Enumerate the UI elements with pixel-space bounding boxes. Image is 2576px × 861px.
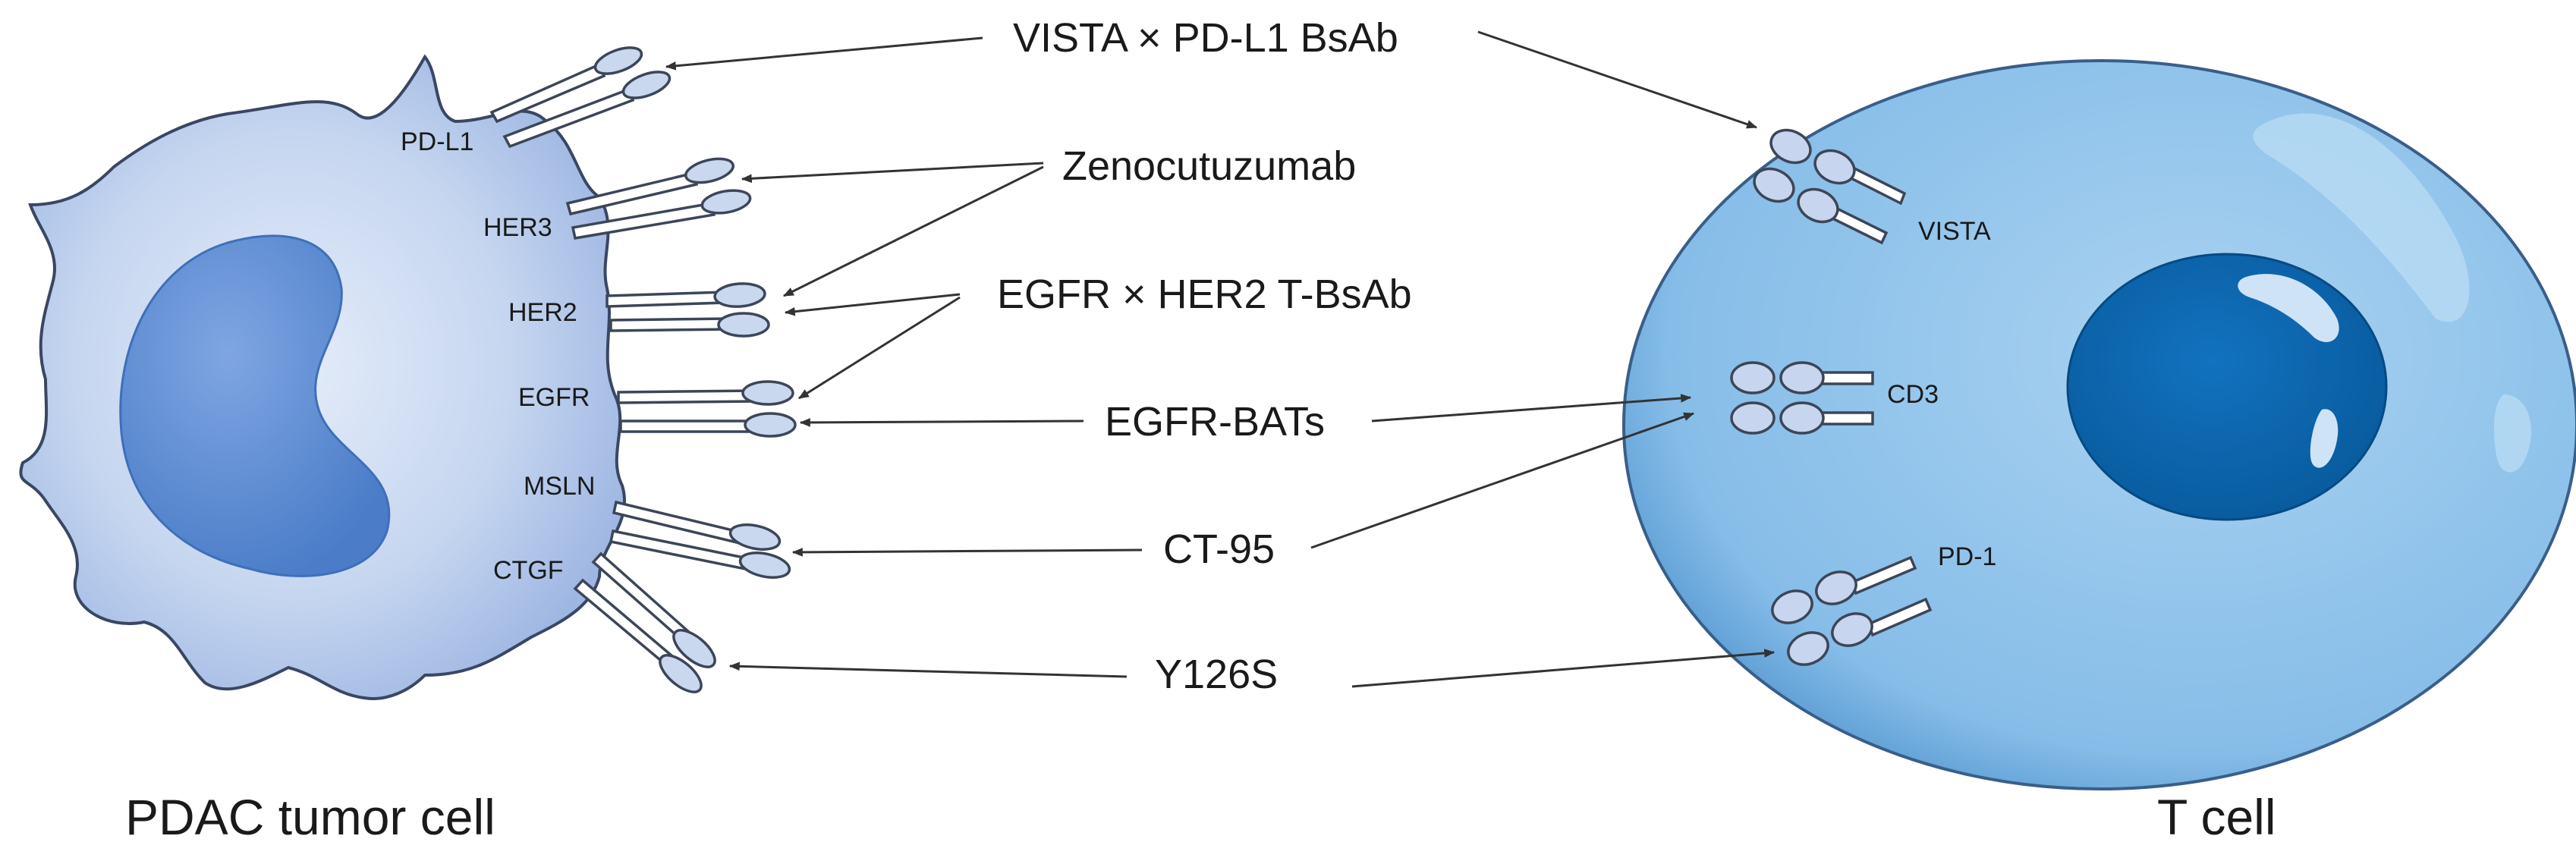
drug-egfr-her2-t-bsab: EGFR × HER2 T-BsAb	[997, 272, 1412, 317]
her3-receptor	[565, 157, 752, 240]
arrow-zeno-to-her2	[782, 165, 1044, 297]
label-vista: VISTA	[1918, 217, 1991, 246]
tumor-receptors	[489, 46, 797, 693]
tumor-nucleus	[119, 234, 391, 577]
label-egfr: EGFR	[518, 383, 590, 412]
t-cell-nucleus	[2066, 253, 2388, 521]
her2-receptor	[605, 282, 770, 338]
nucleus-highlight	[2238, 274, 2339, 342]
arrow-ct95-to-cd3	[1310, 412, 1695, 549]
arrow-y126s-to-ctgf	[728, 661, 1128, 678]
pd-1-receptor	[1771, 555, 1933, 666]
msln-receptor	[609, 500, 791, 579]
ctgf-receptor	[573, 551, 716, 693]
label-msln: MSLN	[524, 472, 595, 501]
t-cell-highlight	[2253, 113, 2470, 322]
drug-egfr-bats: EGFR-BATs	[1105, 399, 1325, 445]
nucleus-highlight-small	[2310, 409, 2339, 468]
t-cell	[1622, 59, 2576, 790]
t-cell-receptors	[1730, 128, 1933, 666]
drug-zenocutuzumab: Zenocutuzumab	[1062, 143, 1356, 189]
arrow-y126s-to-pd-1	[1351, 649, 1776, 688]
label-her2: HER2	[508, 298, 577, 327]
cd3-receptor	[1730, 361, 1874, 435]
label-ctgf: CTGF	[493, 556, 564, 585]
t-cell-title: T cell	[2157, 789, 2276, 845]
arrow-egfr-her2-to-egfr	[798, 296, 961, 400]
arrow-egfr-bats-to-egfr	[799, 418, 1084, 427]
t-cell-highlight-small	[2494, 394, 2531, 473]
drug-vista-pd-l1-bsab: VISTA × PD-L1 BsAb	[1013, 15, 1398, 61]
tumor-cell-membrane	[19, 54, 627, 700]
drug-ct-95: CT-95	[1163, 526, 1275, 572]
label-her3: HER3	[483, 213, 552, 242]
arrows	[665, 30, 1776, 688]
label-cd3: CD3	[1887, 380, 1939, 409]
vista-receptor	[1753, 128, 1907, 245]
drug-y126s: Y126S	[1155, 652, 1278, 697]
arrow-vista-to-pd-l1	[665, 36, 983, 71]
arrow-ct95-to-msln	[791, 548, 1143, 557]
arrow-zeno-to-her3	[741, 162, 1044, 184]
tumor-cell	[19, 54, 627, 700]
pd-l1-receptor	[489, 46, 672, 149]
arrow-egfr-bats-to-cd3	[1371, 394, 1692, 423]
label-pd-l1: PD-L1	[401, 127, 473, 156]
arrow-egfr-her2-to-her2	[784, 293, 961, 316]
label-pd-1: PD-1	[1938, 542, 1996, 571]
tumor-cell-title: PDAC tumor cell	[125, 789, 495, 845]
egfr-receptor	[617, 380, 797, 438]
arrow-vista-to-vista	[1477, 30, 1758, 129]
